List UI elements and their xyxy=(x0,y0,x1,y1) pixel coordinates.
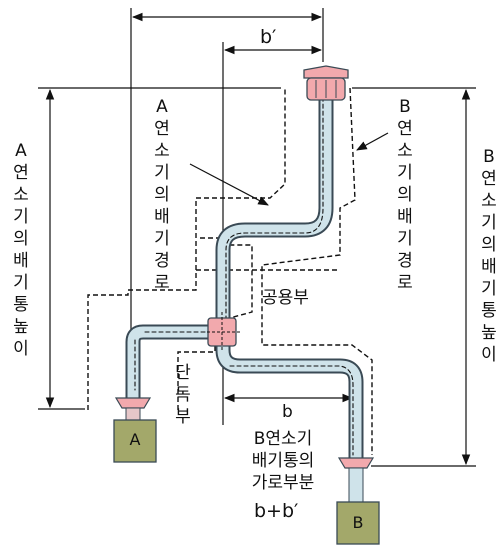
pipe-a-branch xyxy=(127,326,222,404)
heater-a xyxy=(113,397,157,463)
label-b-horizontal-block: B연소기 배기통의 가로부분 xyxy=(228,428,338,494)
a-route-pointer xyxy=(189,163,269,206)
label-unit-a: A xyxy=(129,430,141,449)
pipe-common xyxy=(217,92,332,338)
label-unit-b: B xyxy=(352,513,364,532)
heater-b xyxy=(336,457,380,545)
tee-joint xyxy=(202,312,242,352)
label-b-plus-b-prime: b+b′ xyxy=(254,500,299,522)
label-b-horizontal-line-1: B연소기 xyxy=(253,429,313,449)
label-b-horizontal-line-3: 가로부분 xyxy=(251,473,315,493)
b-route-outline-right xyxy=(261,87,373,455)
b-route-pointer xyxy=(356,132,389,151)
label-common: 공용부 xyxy=(262,288,309,308)
rain-cap xyxy=(303,65,349,101)
pipes xyxy=(125,90,364,466)
a-route-outline xyxy=(87,88,286,410)
label-b-prime: b′ xyxy=(260,26,277,48)
label-b: b xyxy=(282,402,293,422)
label-b-horizontal-line-2: 배기통의 xyxy=(251,451,315,471)
